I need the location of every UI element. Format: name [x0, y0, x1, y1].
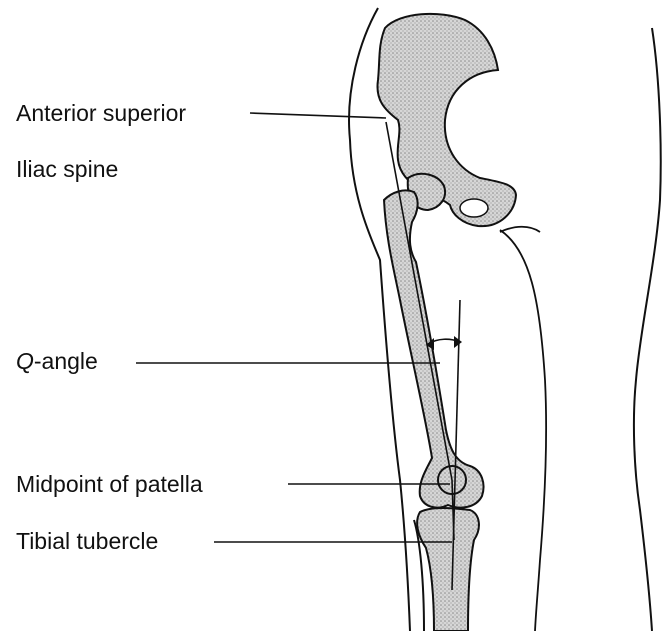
label-asis-line2: Iliac spine [16, 158, 118, 181]
label-q-suffix: -angle [34, 348, 98, 374]
body-outline-inner-right [500, 230, 546, 631]
leader-asis [250, 113, 386, 118]
label-q-angle: Q-angle [16, 350, 98, 373]
tibia-bone [417, 508, 479, 631]
label-asis-line1: Anterior superior [16, 102, 186, 125]
label-q-letter: Q [16, 348, 34, 374]
body-outline-right [634, 28, 661, 631]
groin-curve [500, 227, 540, 232]
obturator-foramen [460, 199, 488, 217]
label-tibial-tubercle: Tibial tubercle [16, 530, 158, 553]
label-patella: Midpoint of patella [16, 473, 203, 496]
